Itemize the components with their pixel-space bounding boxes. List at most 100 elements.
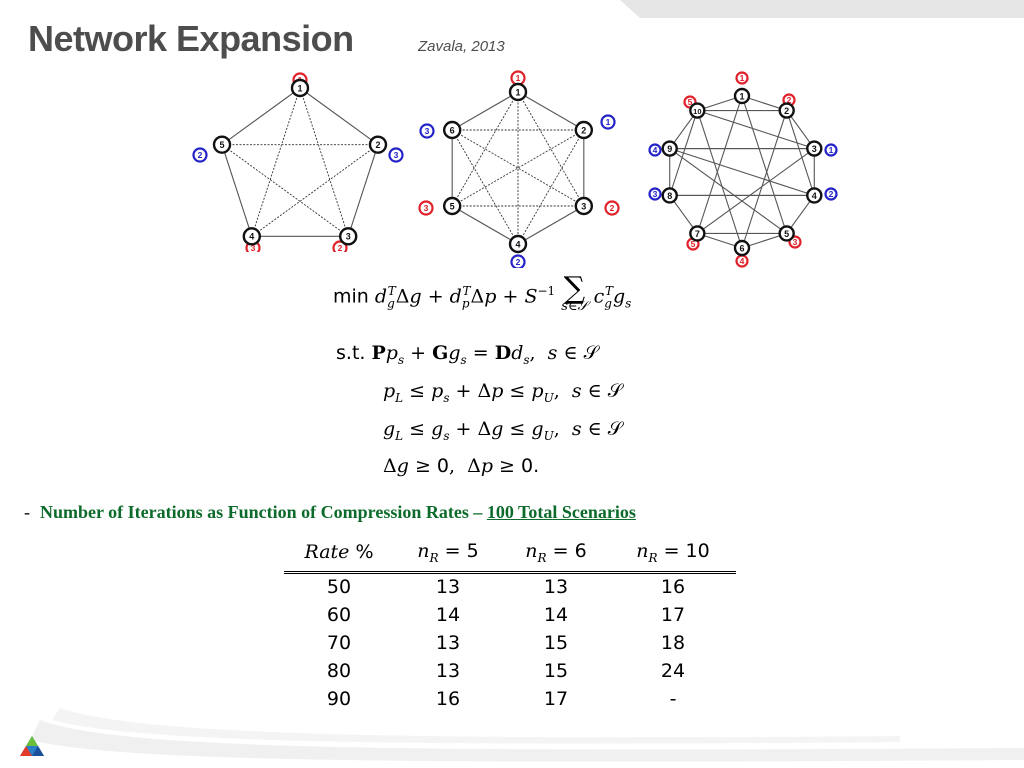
outer-label-text: 2 <box>338 243 343 252</box>
node-label: 4 <box>812 191 817 201</box>
graph-node: 3 <box>338 227 358 246</box>
graph-node: 5 <box>212 135 232 154</box>
graph-edge <box>517 205 585 245</box>
outer-label-node: 2 <box>510 254 526 268</box>
outer-label-node: 4 <box>735 254 749 268</box>
graph-edge <box>786 110 815 196</box>
outer-label-text: 2 <box>829 189 834 199</box>
table-cell: 18 <box>660 632 686 655</box>
graph-node: 2 <box>778 102 795 119</box>
graph-edge <box>741 110 788 249</box>
graph-node: 4 <box>508 234 528 254</box>
graph-edge <box>741 95 788 234</box>
graph-node: 4 <box>242 227 262 246</box>
graph-edge <box>669 147 815 197</box>
outer-label-text: 3 <box>653 189 658 199</box>
header-nr6: nR = 6 <box>502 540 610 574</box>
graph-edge <box>451 129 585 207</box>
citation: Zavala, 2013 <box>418 38 505 55</box>
node-label: 2 <box>581 125 586 135</box>
graph-edge <box>221 144 253 237</box>
table-cell: 16 <box>660 576 686 599</box>
outer-label-text: 2 <box>198 150 203 160</box>
graph-node: 4 <box>806 187 823 204</box>
header-rate: Rate % <box>284 540 394 574</box>
table-cell: 15 <box>543 660 569 683</box>
graph-node: 6 <box>442 120 462 140</box>
graph-node: 3 <box>806 140 823 157</box>
outer-label-text: 1 <box>606 117 611 127</box>
constraint-pressure: pL ≤ ps + Δp ≤ pU, s ∈ 𝒮 <box>383 380 623 405</box>
outer-label-node: 2 <box>192 147 208 163</box>
graph-edge <box>697 109 815 150</box>
graph-node: 5 <box>442 196 462 216</box>
node-label: 8 <box>667 191 672 201</box>
table-cell: - <box>669 688 677 711</box>
constraint-generation: gL ≤ gs + Δg ≤ gU, s ∈ 𝒮 <box>383 418 623 443</box>
node-label: 3 <box>812 144 817 154</box>
table-cell: 80 <box>326 660 352 683</box>
table-cell: 24 <box>660 660 686 683</box>
node-label: 4 <box>515 239 520 249</box>
outer-label-node: 1 <box>510 70 526 86</box>
graph-edge <box>669 148 787 234</box>
graph-node: 2 <box>574 120 594 140</box>
node-label: 1 <box>515 87 520 97</box>
table-cell: 17 <box>543 688 569 711</box>
outer-label-node: 2 <box>824 187 838 201</box>
table-cell: 13 <box>435 632 461 655</box>
outer-label-node: 1 <box>824 143 838 157</box>
outer-label-text: 2 <box>610 203 615 213</box>
node-label: 6 <box>739 243 744 253</box>
graph-edge <box>251 87 301 237</box>
outer-label-text: 3 <box>424 203 429 213</box>
graph-edge <box>221 144 349 237</box>
scenarios-link[interactable]: 100 Total Scenarios <box>486 502 636 522</box>
node-label: 10 <box>693 107 701 116</box>
table-cell: 14 <box>435 604 461 627</box>
graph-node: 5 <box>778 225 795 242</box>
graph-node: 1 <box>508 82 528 102</box>
outer-label-text: 3 <box>793 237 798 247</box>
graph-edge <box>451 129 585 207</box>
outer-label-node: 3 <box>648 187 662 201</box>
graph-node: 2 <box>368 135 388 154</box>
node-label: 6 <box>450 125 455 135</box>
node-label: 1 <box>739 91 744 101</box>
graph-edge <box>696 110 743 249</box>
outer-label-text: 1 <box>829 145 834 155</box>
graph-edge <box>517 91 585 131</box>
outer-label-node: 3 <box>418 200 434 216</box>
outer-label-text: 2 <box>516 257 521 267</box>
graph-edge <box>347 144 379 237</box>
graph-node: 10 <box>689 102 706 119</box>
graph-edges <box>669 95 815 249</box>
table-cell: 14 <box>543 604 569 627</box>
node-label: 7 <box>695 229 700 239</box>
outer-label-node: 1 <box>600 114 616 130</box>
graph-edges <box>451 91 585 245</box>
outer-label-node: 3 <box>419 123 435 139</box>
outer-label-node: 1 <box>735 71 749 85</box>
node-label: 3 <box>581 201 586 211</box>
table-cell: 70 <box>326 632 352 655</box>
bullet-text: Number of Iterations as Function of Comp… <box>40 502 487 522</box>
graph-node: 9 <box>661 140 678 157</box>
graph-edge <box>697 148 815 234</box>
graph-edge <box>451 91 519 207</box>
table-header-row: Rate % nR = 5 nR = 6 nR = 10 <box>284 540 736 574</box>
graph-edge <box>221 87 301 146</box>
outer-label-text: 3 <box>425 126 430 136</box>
graph-edge <box>451 129 519 245</box>
outer-label-node: 4 <box>648 143 662 157</box>
node-label: 1 <box>297 83 302 93</box>
page-title: Network Expansion <box>28 18 354 59</box>
outer-label-text: 3 <box>394 150 399 160</box>
node-label: 2 <box>375 140 380 150</box>
table-cell: 13 <box>543 576 569 599</box>
